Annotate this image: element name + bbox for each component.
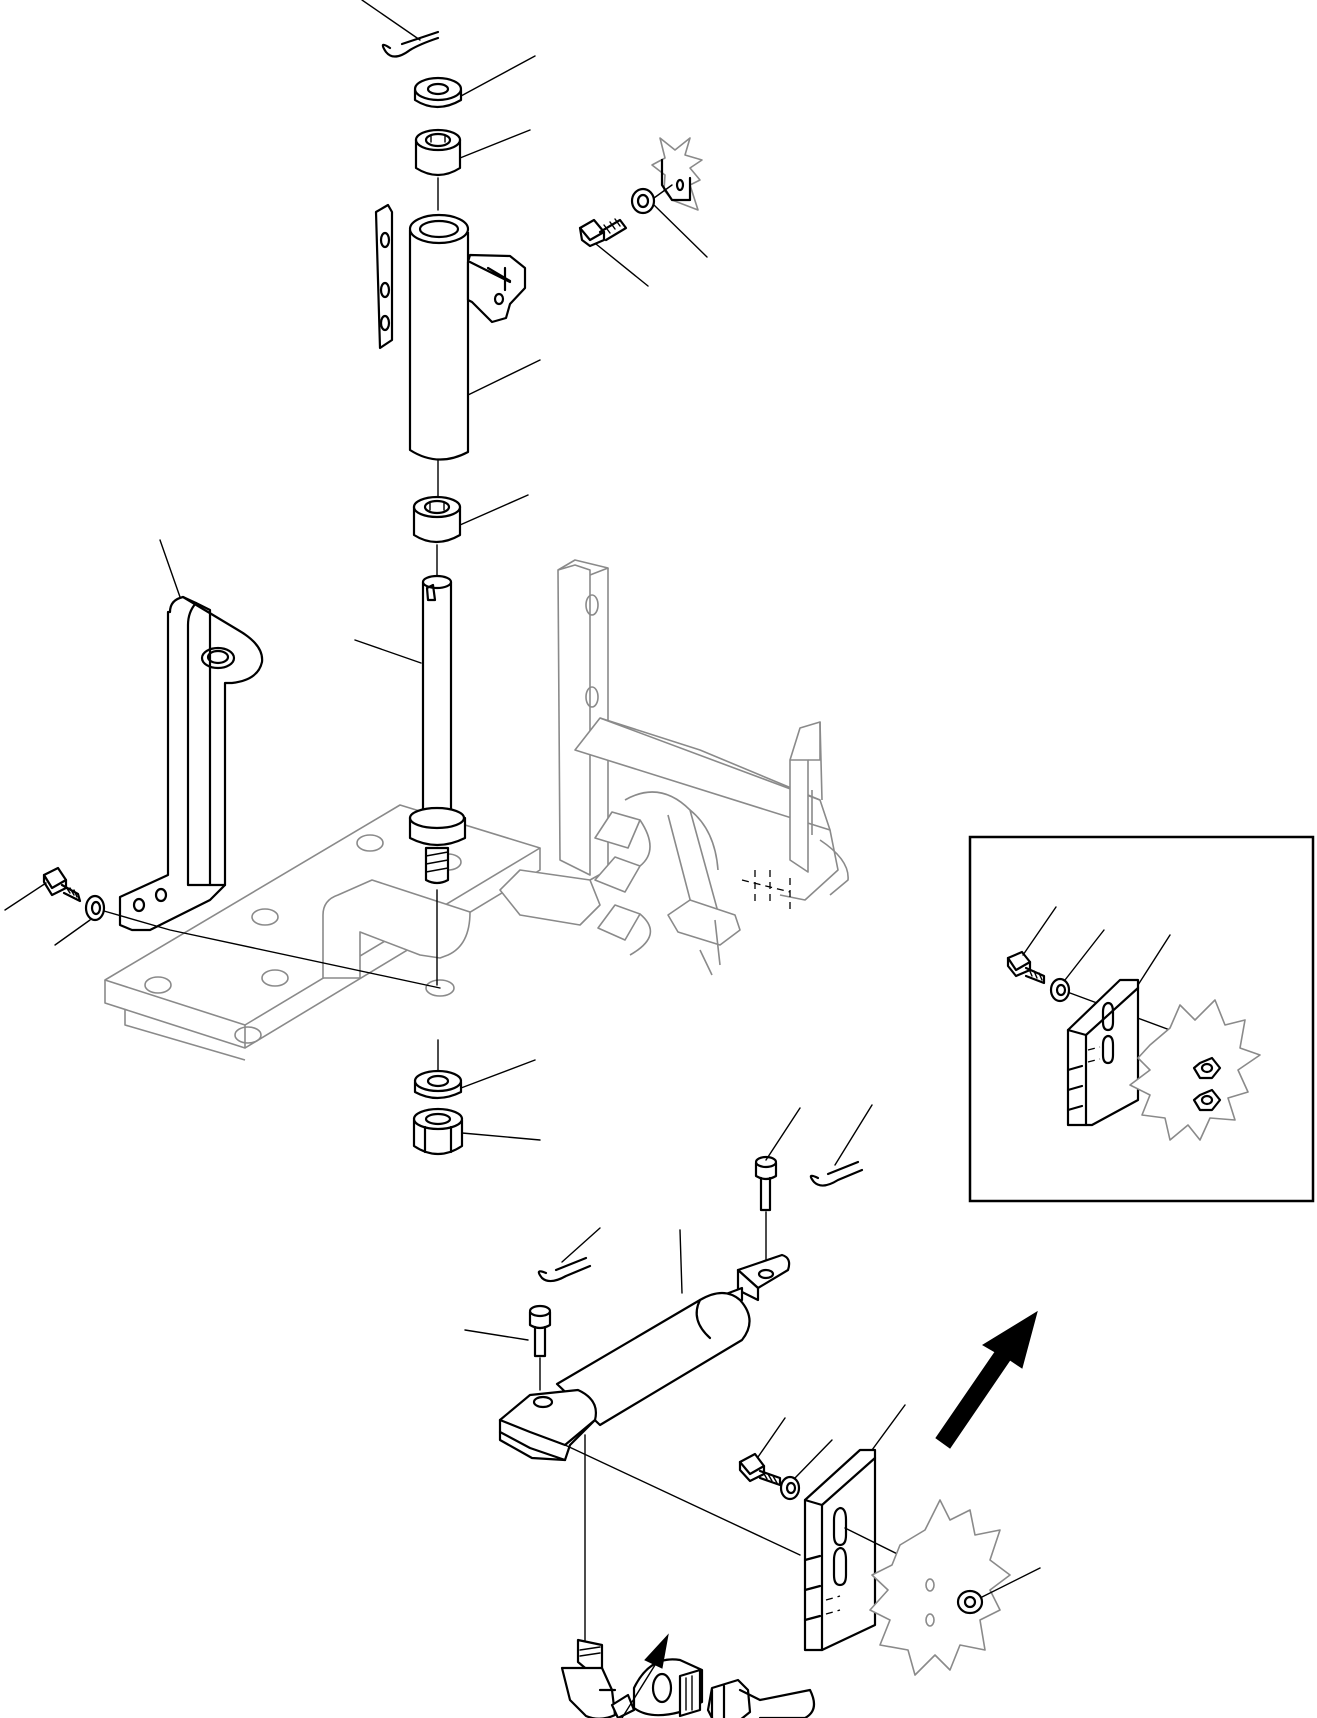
- washer-bottom: [413, 1039, 536, 1100]
- bracket-bolt: [4, 866, 82, 911]
- mount-plate-fragment: [869, 1499, 1011, 1676]
- cylinder-bracket: [803, 1404, 961, 1652]
- stopper-plate: [651, 137, 703, 211]
- hydraulic-fittings: [560, 1434, 816, 1718]
- stopper-washer: [630, 184, 708, 258]
- cylinder-pin-right: [754, 1107, 801, 1276]
- lock-nut: [412, 1107, 541, 1156]
- pivot-shaft: [354, 574, 467, 986]
- cotter-pin-top: [361, 0, 440, 58]
- cylinder-bracket-washer: [779, 1439, 833, 1501]
- cylinder-bracket-bolt: [738, 1417, 786, 1487]
- detail-inset: [968, 835, 1315, 1203]
- inset-mount-plate: [1129, 999, 1261, 1141]
- stopper-bolt: [578, 218, 649, 287]
- support-bracket: [118, 539, 264, 932]
- hose-assembly: [621, 1633, 669, 1718]
- washer-top: [413, 55, 536, 109]
- cotter-pin-right: [809, 1104, 873, 1187]
- front-arrow-icon: [935, 1310, 1038, 1449]
- bracket-washer: [54, 894, 441, 989]
- hydraulic-cylinder: [498, 1229, 791, 1462]
- inset-plate: [1066, 934, 1171, 1127]
- bushing-upper: [414, 128, 531, 211]
- bushing-lower: [412, 494, 529, 576]
- mount-nut: [956, 1567, 1041, 1615]
- pivot-tube: [374, 203, 541, 501]
- cotter-pin-left: [537, 1227, 601, 1283]
- inset-bolt: [1006, 906, 1057, 985]
- cylinder-pin-left: [464, 1304, 552, 1391]
